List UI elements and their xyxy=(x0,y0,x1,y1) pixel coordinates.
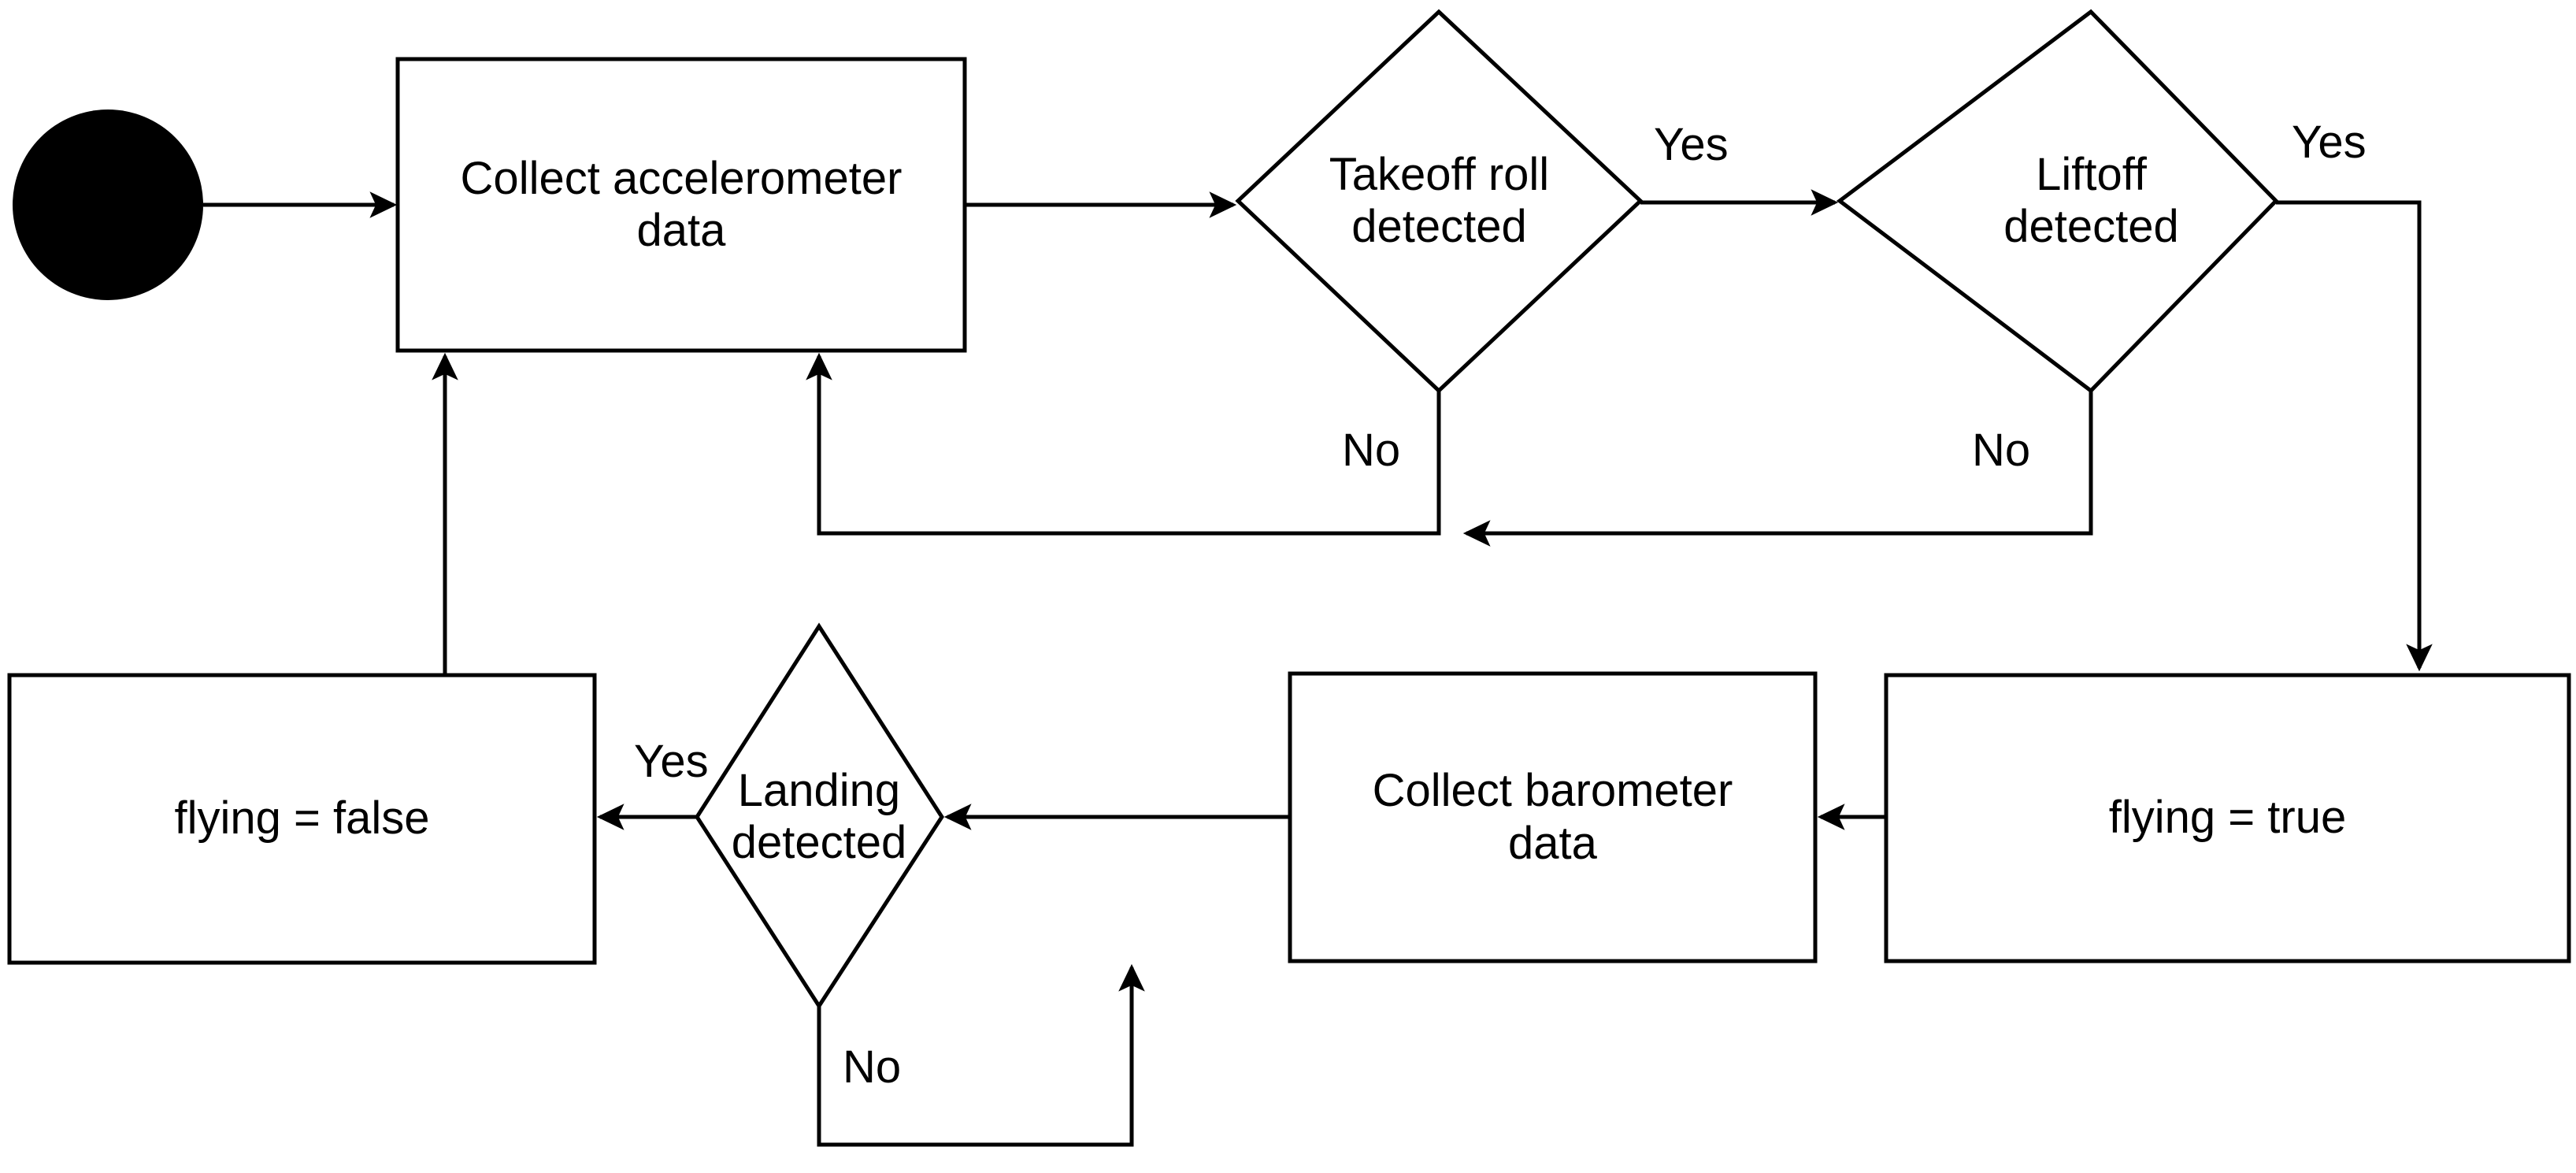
landing-detected-diamond[interactable] xyxy=(695,622,944,1010)
edge-landing-no-to-barometer xyxy=(817,963,1145,1147)
edge-liftoff-yes-to-flying-true xyxy=(2276,200,2433,672)
collect-accelerometer-data-box[interactable] xyxy=(395,57,967,353)
edge-liftoff-no-to-takeoff-no-join xyxy=(1462,391,2093,547)
collect-barometer-data-box[interactable] xyxy=(1288,671,1818,963)
flying-false-box[interactable] xyxy=(7,673,597,965)
liftoff-detected-diamond[interactable] xyxy=(1836,9,2279,394)
edge-takeoff-no-to-accelerometer xyxy=(806,352,1441,536)
takeoff-roll-detected-diamond[interactable] xyxy=(1235,9,1644,394)
flying-true-box[interactable] xyxy=(1884,673,2571,963)
start-node[interactable] xyxy=(13,110,203,300)
